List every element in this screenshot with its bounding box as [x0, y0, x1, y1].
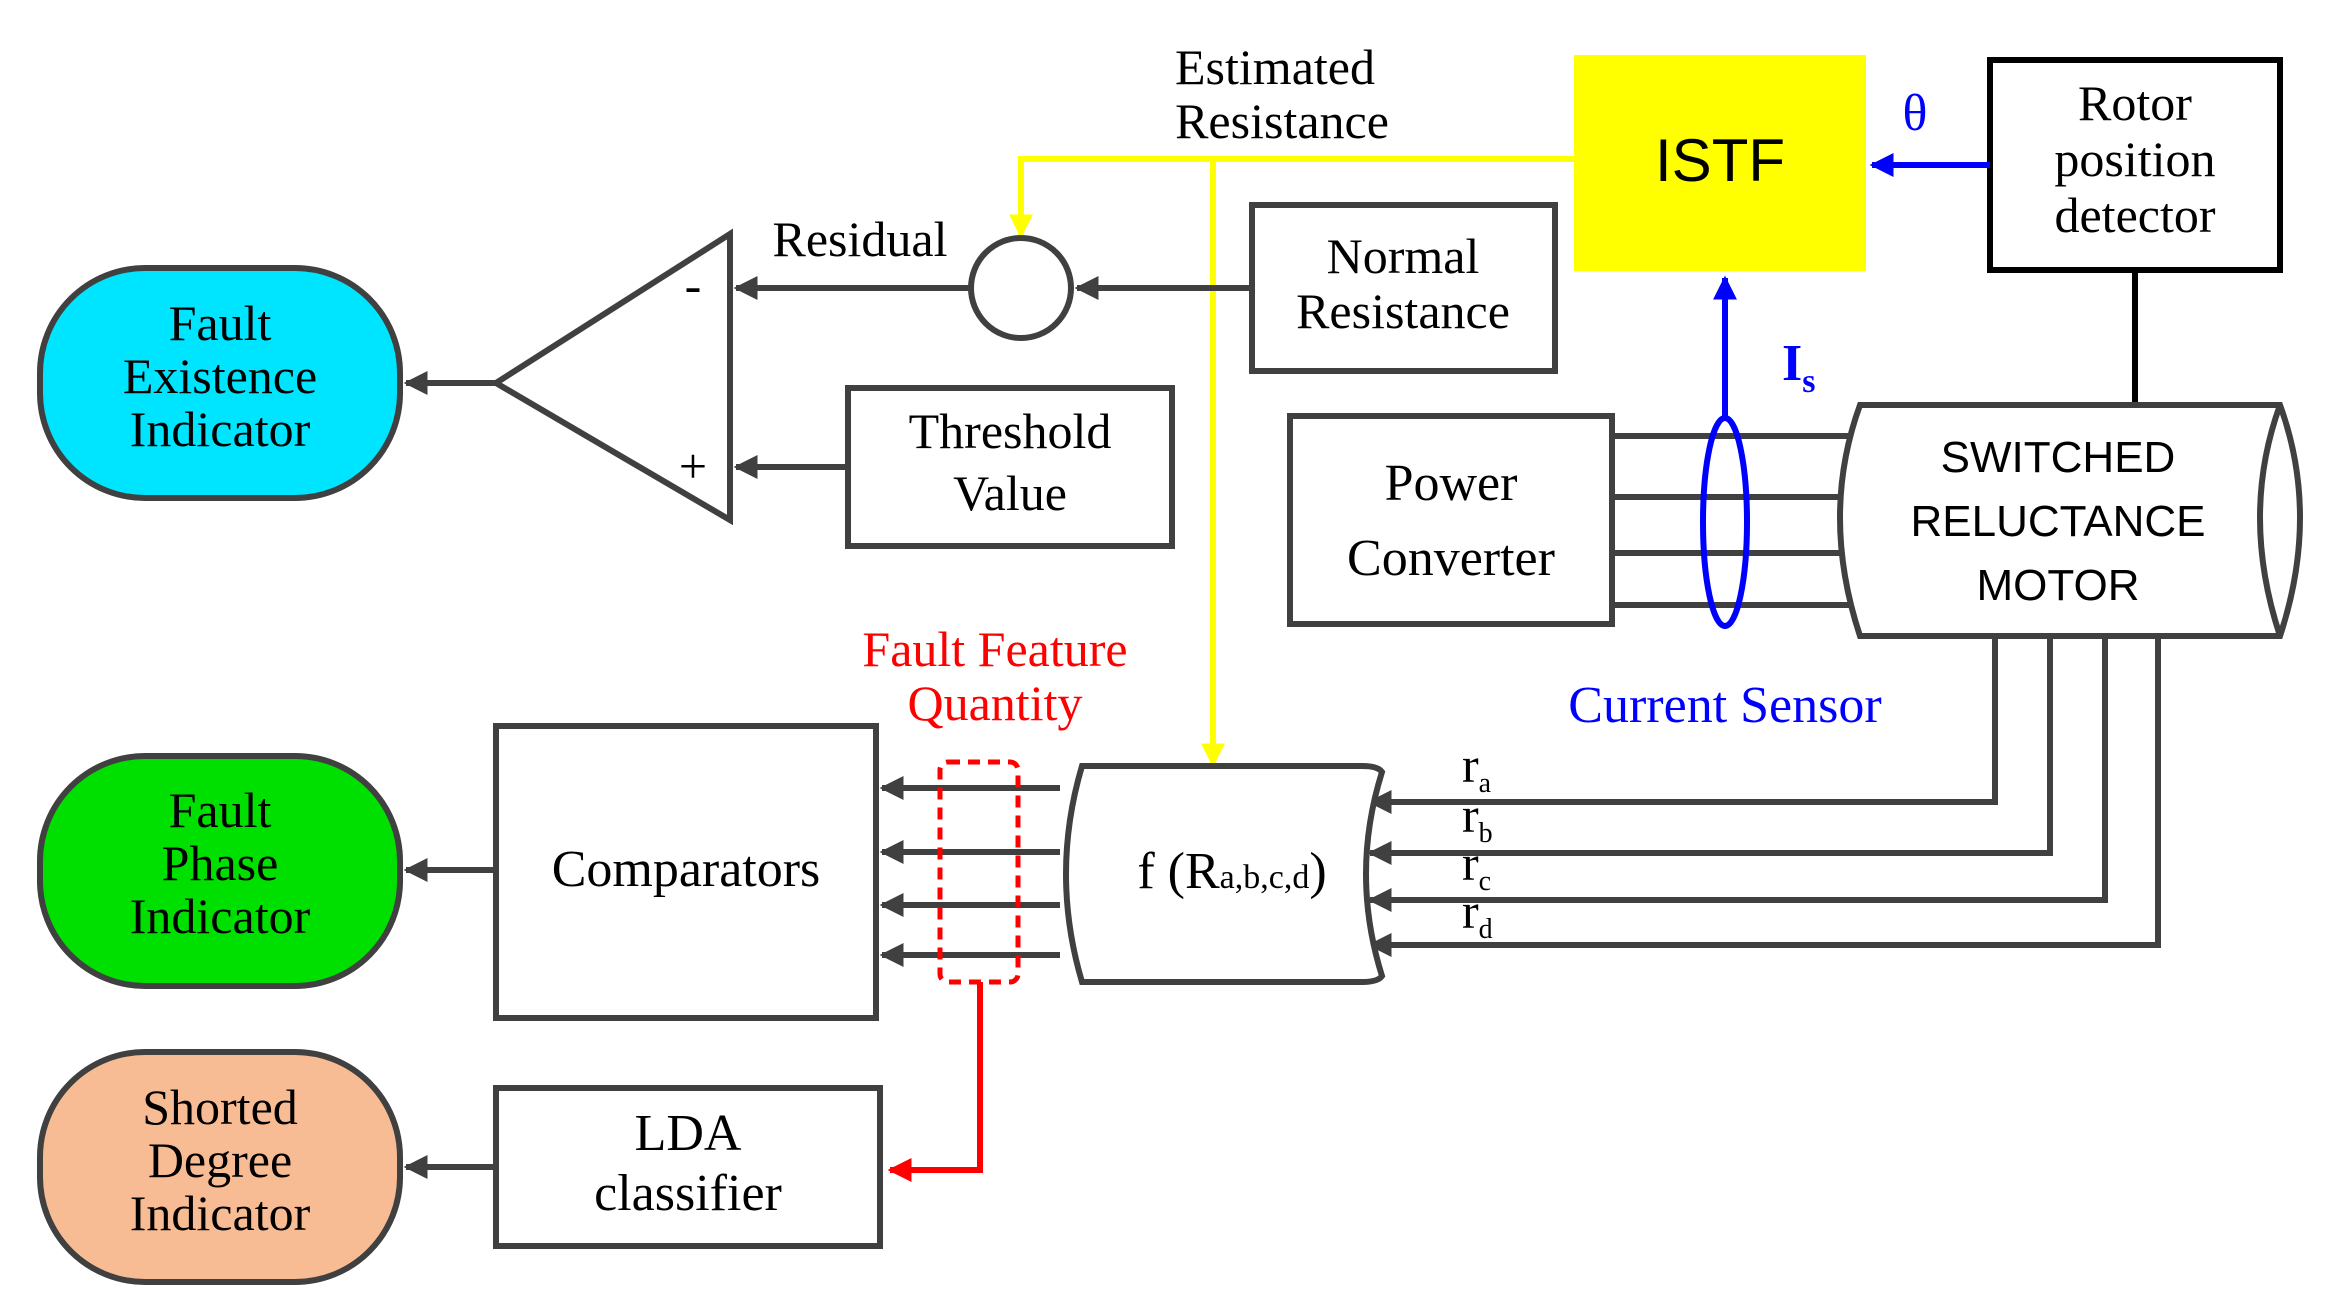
feature-output-arrows: [879, 776, 1060, 967]
phase-wires: [1612, 433, 1852, 608]
threshold-line-2: Value: [953, 465, 1067, 521]
rotor-line-2: position: [2054, 131, 2215, 187]
fault-feature-line-1: Fault Feature: [862, 621, 1127, 677]
yellow-line-to-summer: [1009, 156, 1590, 239]
residual-input-d: rd: [1462, 883, 1493, 945]
lda-classifier-box: LDA classifier: [493, 1085, 883, 1249]
fault-phase-line-3: Indicator: [130, 888, 311, 944]
comparator-minus-sign: -: [685, 257, 702, 313]
function-block: f (Ra,b,c,d): [1063, 763, 1386, 985]
power-converter-box: Power Converter: [1287, 413, 1615, 627]
motor-line-2: RELUCTANCE: [1910, 497, 2205, 546]
residual-label: Residual: [773, 211, 948, 267]
current-symbol: Is: [1782, 335, 1815, 400]
comparator-amplifier: - +: [490, 228, 733, 526]
fault-existence-line-3: Indicator: [130, 401, 311, 457]
motor-residual-lines: [1367, 636, 2161, 957]
normal-resistance-line-2: Resistance: [1296, 283, 1510, 339]
normal-resistance-line-1: Normal: [1327, 228, 1480, 284]
fault-phase-line-1: Fault: [169, 782, 272, 838]
istf-label: ISTF: [1655, 127, 1785, 194]
rotor-line-1: Rotor: [2078, 75, 2192, 131]
power-converter-line-2: Converter: [1347, 530, 1555, 587]
comparator-plus-sign: +: [679, 438, 707, 494]
motor-line-1: SWITCHED: [1941, 433, 2176, 482]
fault-existence-line-2: Existence: [123, 348, 317, 404]
comparators-box: Comparators: [493, 723, 879, 1021]
shorted-degree-line-1: Shorted: [142, 1079, 298, 1135]
shorted-degree-line-3: Indicator: [130, 1185, 311, 1241]
threshold-line-1: Threshold: [909, 403, 1112, 459]
normal-resistance-box: Normal Resistance: [1249, 202, 1558, 374]
residual-input-c: rc: [1462, 835, 1491, 897]
power-converter-line-1: Power: [1385, 455, 1518, 512]
fault-feature-selection: [937, 759, 1021, 985]
rotor-position-detector: Rotor position detector: [1987, 57, 2283, 273]
current-sensor-ring: [1700, 415, 1750, 629]
function-label: f (Ra,b,c,d): [1137, 843, 1326, 900]
theta-label: θ: [1903, 85, 1928, 142]
switched-reluctance-motor: SWITCHED RELUCTANCE MOTOR: [1837, 402, 2303, 639]
fault-existence-indicator: Fault Existence Indicator: [37, 265, 403, 501]
lda-line-1: LDA: [635, 1105, 742, 1162]
lda-line-2: classifier: [594, 1165, 782, 1222]
comparators-label: Comparators: [552, 841, 821, 898]
summing-junction: [968, 235, 1074, 341]
estimated-resistance-line-1: Estimated: [1175, 39, 1375, 95]
current-sensor-label: Current Sensor: [1568, 677, 1881, 734]
fault-phase-line-2: Phase: [162, 835, 279, 891]
residual-input-b: rb: [1462, 787, 1493, 849]
rotor-line-3: detector: [2054, 187, 2215, 243]
threshold-box: Threshold Value: [845, 385, 1175, 549]
motor-line-3: MOTOR: [1977, 561, 2140, 610]
fault-feature-line-2: Quantity: [908, 675, 1083, 731]
fault-existence-line-1: Fault: [169, 295, 272, 351]
arrow-feature-to-lda: [887, 982, 983, 1182]
istf-block: ISTF: [1574, 55, 1866, 271]
estimated-resistance-line-2: Resistance: [1175, 93, 1389, 149]
fault-phase-indicator: Fault Phase Indicator: [37, 753, 403, 989]
residual-input-a: ra: [1462, 737, 1492, 799]
estimated-resistance-feedback: [1009, 156, 1590, 768]
shorted-degree-line-2: Degree: [148, 1132, 292, 1188]
shorted-degree-indicator: Shorted Degree Indicator: [37, 1049, 403, 1285]
